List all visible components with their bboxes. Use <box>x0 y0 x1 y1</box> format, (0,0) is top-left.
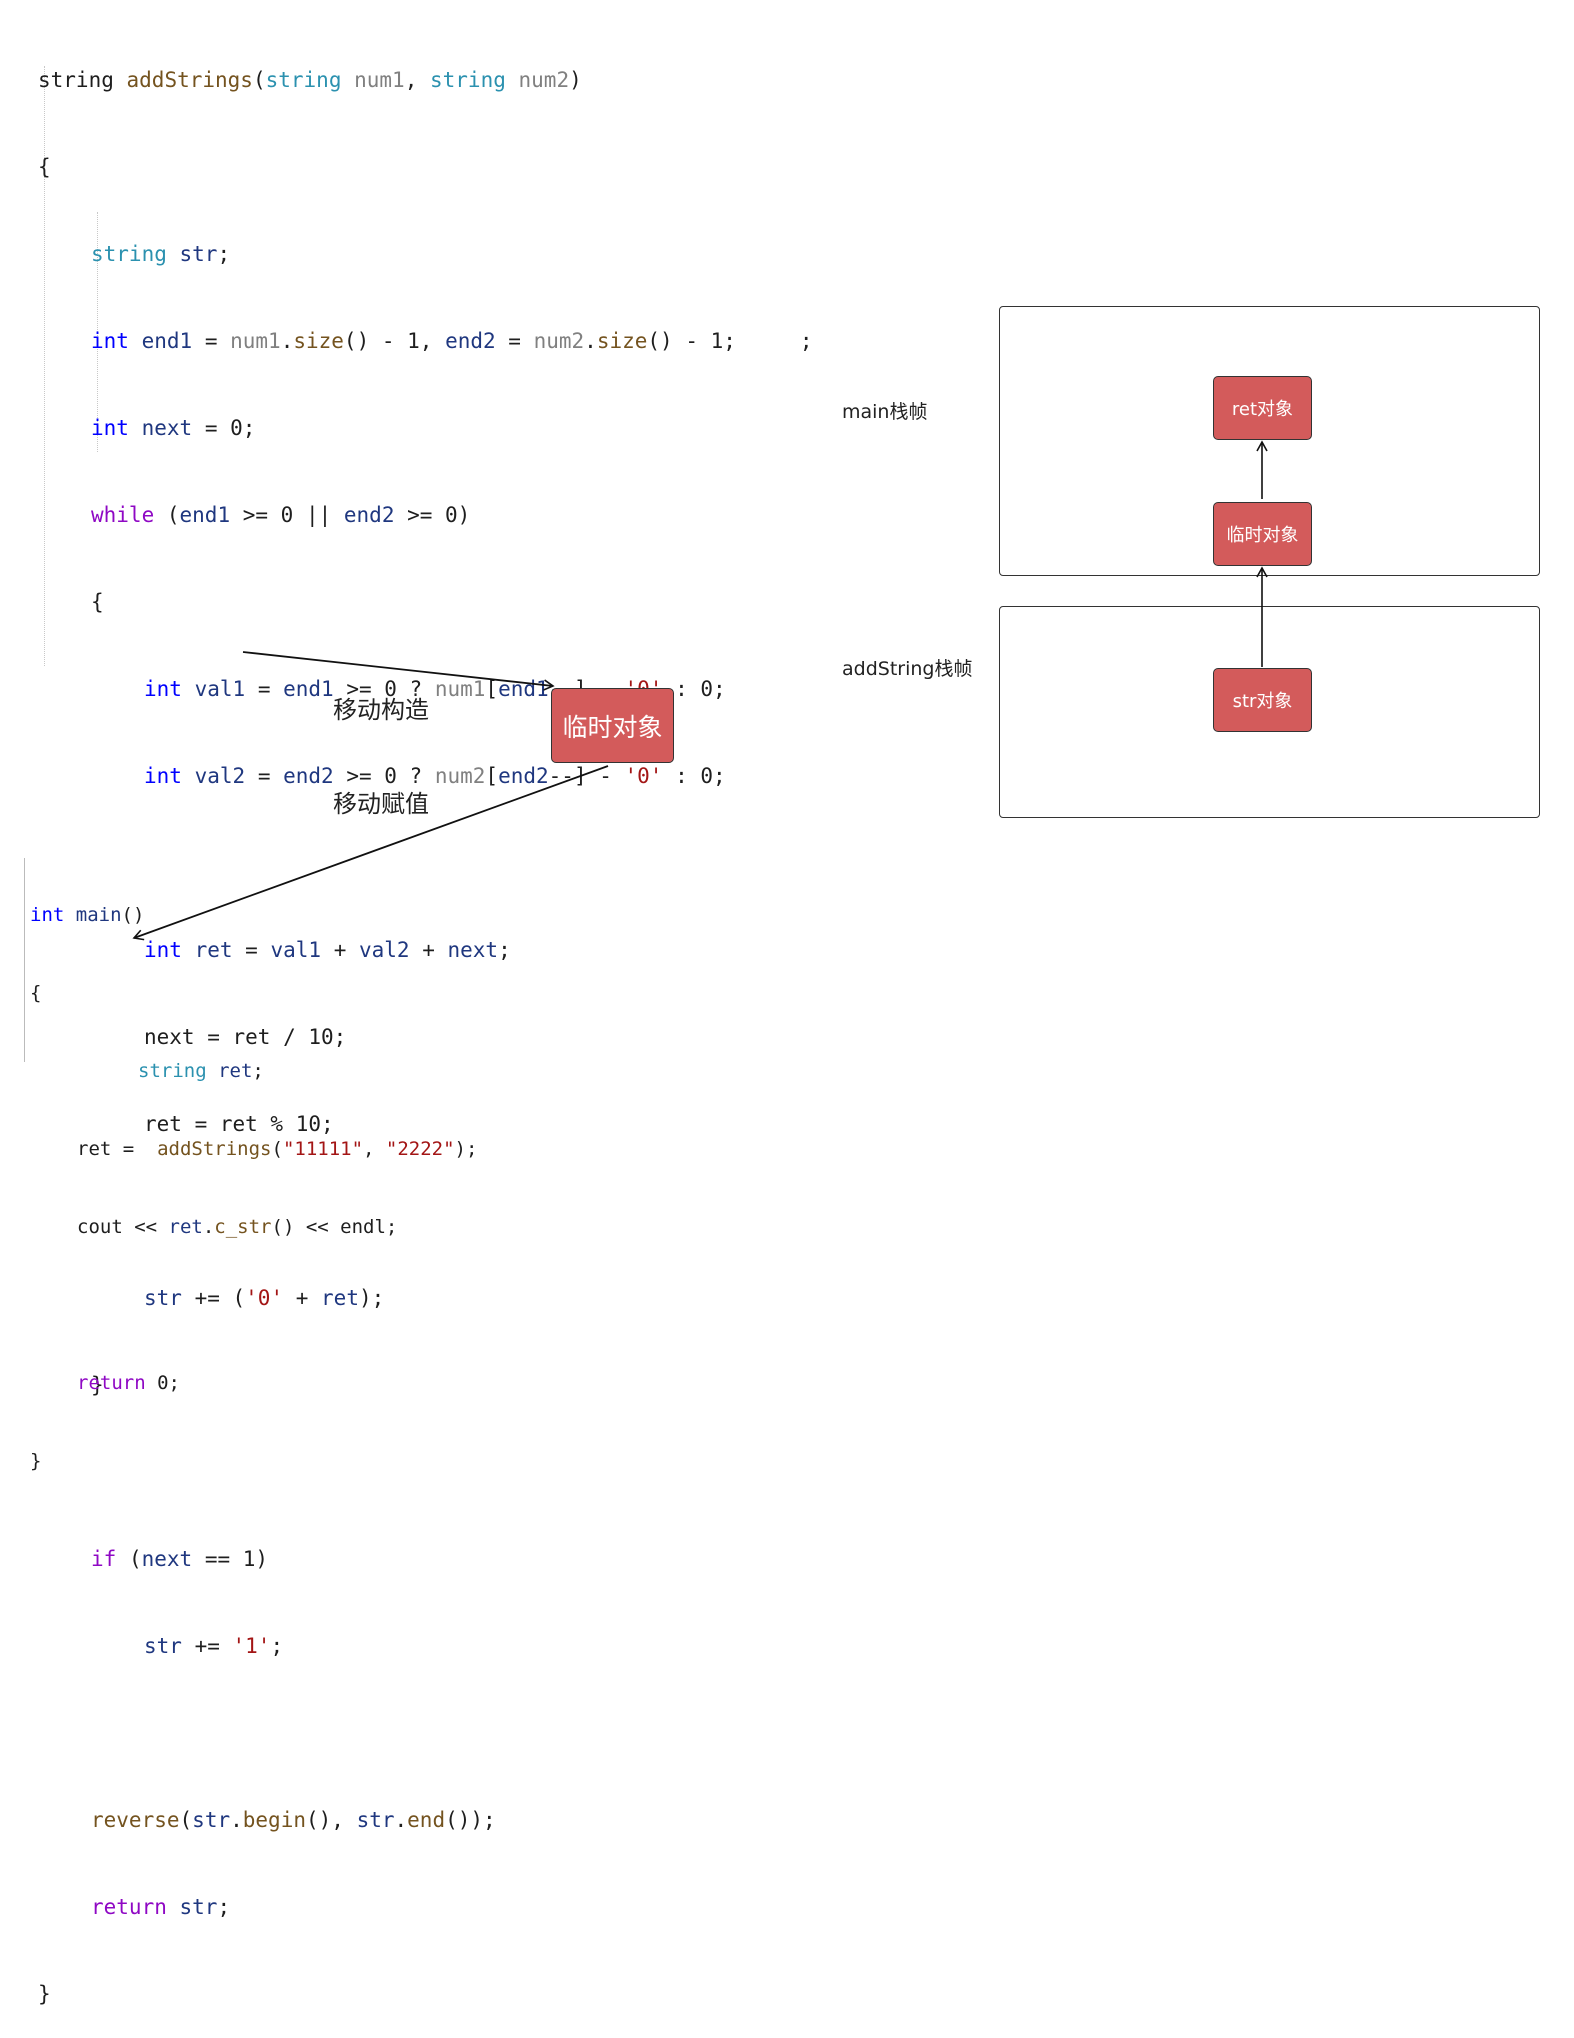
code-text: ret = addStrings("11111", "2222"); <box>77 1138 478 1160</box>
code-line: int next = 0; <box>38 414 813 443</box>
move-construct-arrow <box>242 651 555 691</box>
code-text: while (end1 >= 0 || end2 >= 0) <box>91 503 471 527</box>
code-line: { <box>38 588 813 617</box>
addstring-frame-label: addString栈帧 <box>842 658 973 680</box>
code-text: string addStrings(string num1, string nu… <box>38 68 582 92</box>
indent-guide <box>44 66 45 666</box>
code-line: string str; <box>38 240 813 269</box>
temp-object-small-box: 临时对象 <box>1213 502 1312 566</box>
ret-object-box: ret对象 <box>1213 376 1312 440</box>
ret-object-label: ret对象 <box>1231 399 1294 420</box>
code-line: return 0; <box>30 1370 477 1396</box>
temp-object-box: 临时对象 <box>551 688 674 763</box>
code-text: string str; <box>91 242 231 266</box>
code-text: { <box>91 590 104 614</box>
code-line: } <box>38 1980 813 2009</box>
code-text: { <box>38 155 51 179</box>
arrows-layer <box>132 440 1268 941</box>
main-frame-label: main栈帧 <box>842 401 928 423</box>
code-line: while (end1 >= 0 || end2 >= 0) <box>38 501 813 530</box>
code-text: ; <box>799 329 813 353</box>
move-assign-label: 移动赋值 <box>333 790 429 818</box>
code-text: return str; <box>91 1895 231 1919</box>
code-text: int main() <box>30 904 145 926</box>
indent-guide <box>24 858 25 1062</box>
code-text: int next = 0; <box>91 416 256 440</box>
code-line: int val2 = end2 >= 0 ? num2[end2--] - '0… <box>38 762 813 791</box>
code-line: { <box>30 980 477 1006</box>
code-text: cout << ret.c_str() << endl; <box>77 1216 398 1238</box>
code-text: } <box>30 1450 42 1472</box>
code-line: int end1 = num1.size() - 1, end2 = num2.… <box>38 327 813 356</box>
code-line: reverse(str.begin(), str.end()); <box>38 1806 813 1835</box>
code-line: if (next == 1) <box>38 1545 813 1574</box>
code-line: int ret = val1 + val2 + next; <box>38 936 813 965</box>
str-object-box: str对象 <box>1213 668 1312 732</box>
temp-object-small-label: 临时对象 <box>1226 525 1299 546</box>
code-text: int val2 = end2 >= 0 ? num2[end2--] - '0… <box>144 764 726 788</box>
code-line <box>30 1292 477 1318</box>
move-construct-label: 移动构造 <box>333 696 429 724</box>
code-text: } <box>38 1982 51 2006</box>
code-line: } <box>30 1448 477 1474</box>
code-line: int main() <box>30 902 477 928</box>
indent-guide <box>97 212 98 452</box>
code-text: int end1 = num1.size() - 1, end2 = num2.… <box>91 329 736 353</box>
move-assign-arrow <box>132 765 609 941</box>
code-line: { <box>38 153 813 182</box>
code-text: { <box>30 982 42 1004</box>
str-object-label: str对象 <box>1232 691 1293 712</box>
code-text: reverse(str.begin(), str.end()); <box>91 1808 496 1832</box>
code-line: cout << ret.c_str() << endl; <box>30 1214 477 1240</box>
code-text: next = ret / 10; <box>144 1025 347 1049</box>
code-line: str += '1'; <box>38 1632 813 1661</box>
code-line: string addStrings(string num1, string nu… <box>38 66 813 95</box>
code-text: int ret = val1 + val2 + next; <box>144 938 511 962</box>
code-line: ret = addStrings("11111", "2222"); <box>30 1136 477 1162</box>
code-line <box>38 1719 813 1748</box>
code-line: next = ret / 10; <box>38 1023 813 1052</box>
code-text: if (next == 1) <box>91 1547 269 1571</box>
temp-object-label: 临时对象 <box>562 712 663 742</box>
code-text: str += '1'; <box>144 1634 284 1658</box>
code-text: return 0; <box>77 1372 180 1394</box>
code-line: return str; <box>38 1893 813 1922</box>
